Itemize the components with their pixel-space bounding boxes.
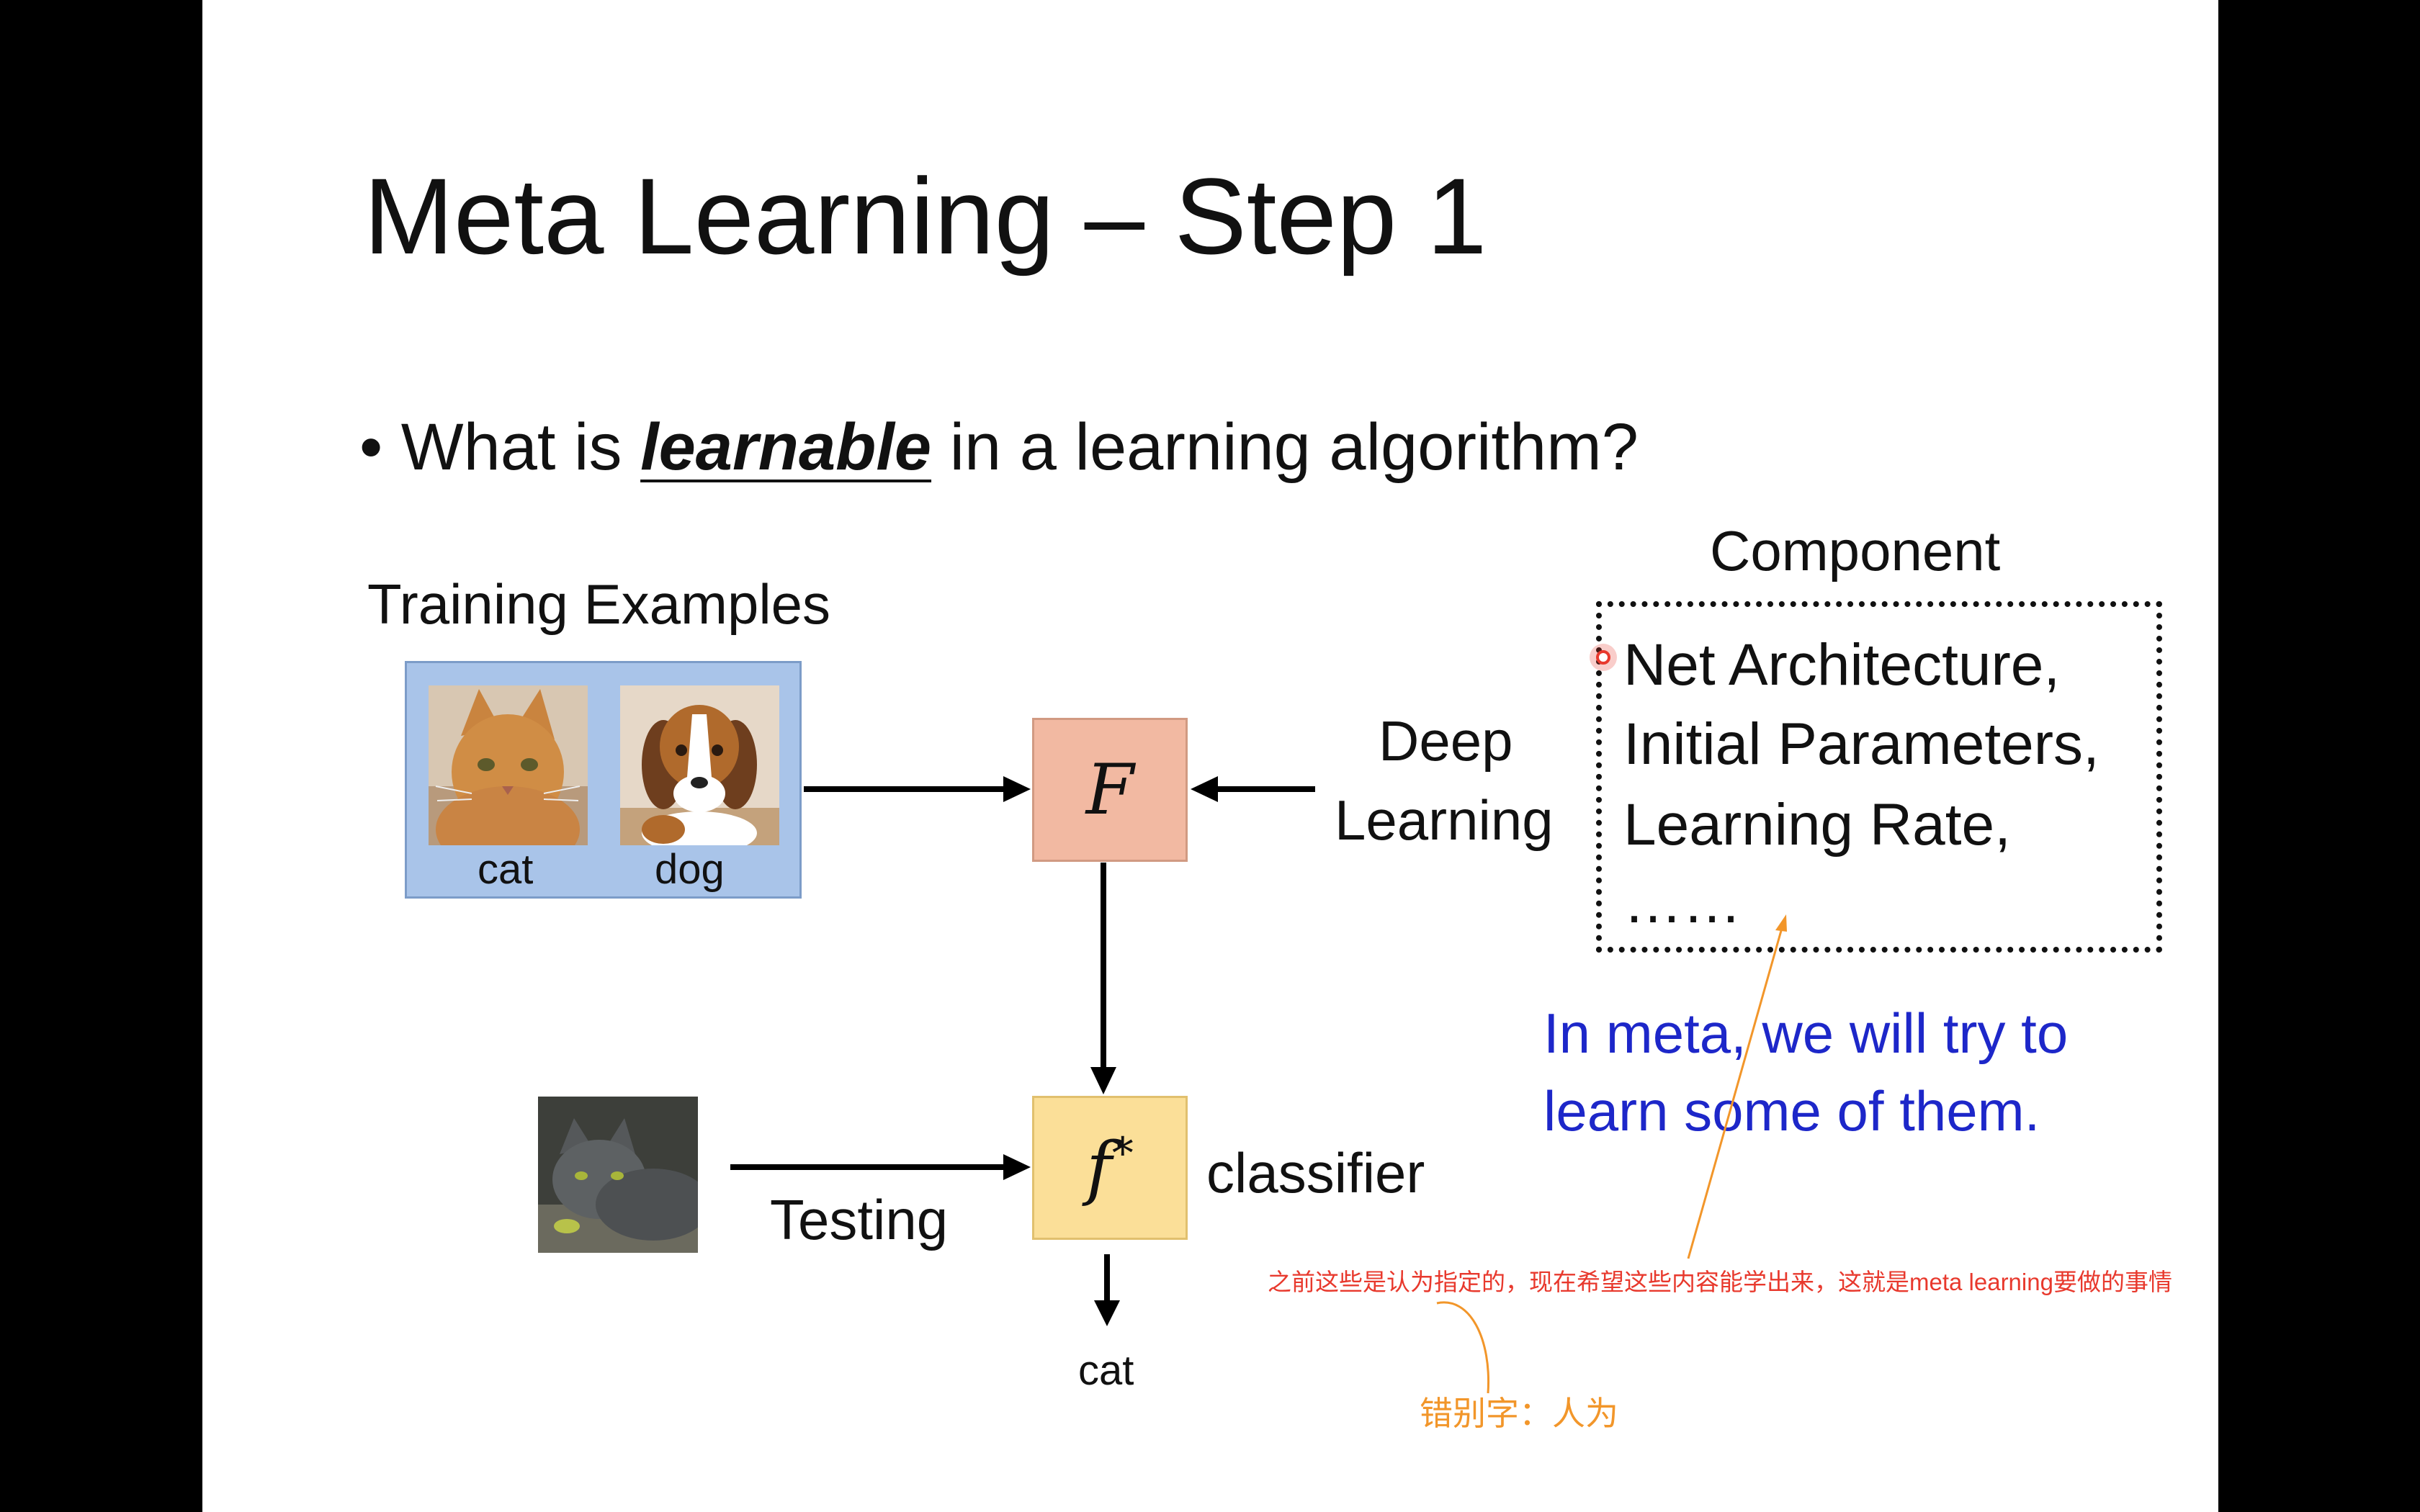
component-item: …… — [1623, 870, 1742, 935]
arrowhead-F-to-fstar — [1090, 1067, 1116, 1094]
component-item: Learning Rate, — [1623, 792, 2011, 858]
cat-photo — [429, 685, 588, 845]
box-f-star: f* — [1032, 1096, 1188, 1240]
arrows-layer — [730, 776, 1787, 1394]
meta-note-line: learn some of them. — [1543, 1079, 2040, 1143]
arrowhead-fstar-to-output — [1094, 1300, 1120, 1326]
classifier-label: classifier — [1206, 1141, 1425, 1205]
output-cat-label: cat — [1078, 1347, 1134, 1394]
bullet-emphasis: learnable — [640, 410, 932, 484]
bullet-question: • What is learnable in a learning algori… — [359, 414, 1639, 480]
testing-label: Testing — [770, 1188, 949, 1251]
component-title: Component — [1710, 519, 2001, 582]
annotation-note-orange: 错别字：人为 — [1420, 1395, 1618, 1432]
box-F-label: F — [1085, 750, 1134, 830]
meta-note-line: In meta, we will try to — [1543, 1002, 2069, 1065]
box-f-star-label: f — [1086, 1128, 1112, 1208]
annotation-pointer-line — [1687, 922, 1785, 1259]
bullet-suffix: in a learning algorithm? — [931, 410, 1639, 484]
component-item: Net Architecture, — [1623, 632, 2061, 698]
component-box: Net Architecture, Initial Parameters, Le… — [1596, 601, 2162, 953]
test-cat-photo — [538, 1097, 698, 1253]
box-f-star-sup: * — [1111, 1128, 1134, 1179]
cursor-dot-icon — [1590, 644, 1617, 671]
arrowhead-examples-to-F — [1003, 776, 1031, 802]
learning-label: Learning — [1335, 788, 1554, 852]
component-item: Initial Parameters, — [1623, 711, 2099, 777]
slide-title: Meta Learning – Step 1 — [364, 156, 1487, 276]
dog-photo — [620, 685, 779, 845]
annotation-note-red: 之前这些是认为指定的，现在希望这些内容能学出来，这就是meta learning… — [1268, 1269, 2172, 1295]
cursor-dot-inner — [1596, 650, 1610, 665]
annotation-pointer-head — [1775, 914, 1787, 932]
box-F: F — [1032, 718, 1188, 862]
training-examples-label: Training Examples — [367, 572, 831, 636]
dog-label: dog — [655, 846, 725, 893]
annotation-curve — [1436, 1301, 1490, 1394]
slide: Meta Learning – Step 1 • What is learnab… — [202, 0, 2218, 1512]
cat-label: cat — [478, 846, 534, 893]
arrowhead-test-to-fstar — [1003, 1154, 1031, 1180]
training-examples-box: cat dog — [405, 661, 802, 899]
bullet-prefix: • What is — [359, 410, 641, 484]
deep-label: Deep — [1379, 709, 1513, 773]
arrowhead-deep-learning-to-F — [1191, 776, 1218, 802]
